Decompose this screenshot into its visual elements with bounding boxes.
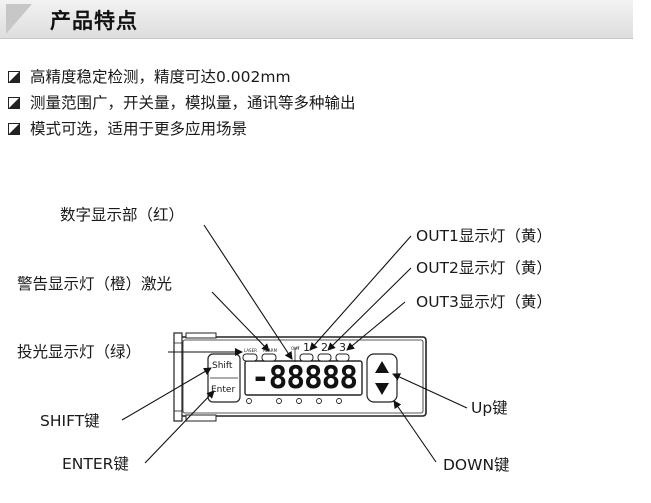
leader-out1 xyxy=(309,235,412,351)
callout-out3: OUT3显示灯（黄） xyxy=(416,293,552,311)
decimal-point-dots xyxy=(246,398,342,404)
leader-warning-light xyxy=(211,291,270,352)
callout-enter-key: ENTER键 xyxy=(62,455,129,473)
callout-light-emit: 投光显示灯（绿） xyxy=(17,343,142,361)
leader-out2 xyxy=(327,267,412,351)
leader-down-key xyxy=(393,400,437,463)
bullet-icon xyxy=(8,71,20,83)
out1-led xyxy=(299,353,314,362)
feature-item: 测量范围广，开关量，模拟量，通讯等多种输出 xyxy=(8,90,356,116)
alarm-led xyxy=(261,353,277,362)
up-arrow-icon xyxy=(375,361,389,373)
bullet-icon xyxy=(8,97,20,109)
leader-up-key xyxy=(392,373,468,409)
feature-item: 模式可选，适用于更多应用场景 xyxy=(8,116,356,142)
callout-digital-display: 数字显示部（红） xyxy=(60,206,185,224)
bullet-icon xyxy=(8,123,20,135)
out3-number: 3 xyxy=(339,341,346,354)
section-header: 产品特点 xyxy=(0,0,633,39)
out1-number: 1 xyxy=(303,341,310,354)
enter-key-label: Enter xyxy=(211,385,236,395)
feature-list: 高精度稳定检测，精度可达0.002mm 测量范围广，开关量，模拟量，通讯等多种输… xyxy=(8,64,356,142)
leader-shift-key xyxy=(121,367,212,421)
display-digits: -88888 xyxy=(251,360,358,396)
out2-led xyxy=(317,353,332,362)
header-accent-shape xyxy=(6,4,32,34)
down-arrow-icon xyxy=(375,383,389,395)
laser-led xyxy=(242,353,258,362)
feature-item: 高精度稳定检测，精度可达0.002mm xyxy=(8,64,356,90)
out3-led xyxy=(335,353,350,362)
callout-up-key: Up键 xyxy=(471,399,508,417)
out-bracket xyxy=(294,347,299,362)
out-text: OUT xyxy=(291,346,300,351)
callout-shift-key: SHIFT键 xyxy=(40,412,100,430)
callout-down-key: DOWN键 xyxy=(443,456,510,474)
shift-key-label: Shift xyxy=(212,361,233,371)
callout-warning-light: 警告显示灯（橙）激光 xyxy=(17,275,173,293)
out2-number: 2 xyxy=(321,341,328,354)
feature-text: 模式可选，适用于更多应用场景 xyxy=(30,120,248,138)
page-title: 产品特点 xyxy=(50,9,138,33)
leader-out3 xyxy=(346,301,406,351)
feature-text: 测量范围广，开关量，模拟量，通讯等多种输出 xyxy=(30,94,356,112)
feature-text: 高精度稳定检测，精度可达0.002mm xyxy=(30,68,291,86)
leader-digital-display xyxy=(203,224,293,360)
callout-out2: OUT2显示灯（黄） xyxy=(416,259,552,277)
alarm-text: ALARM xyxy=(263,348,278,353)
laser-text: LASER xyxy=(244,348,257,353)
callout-out1: OUT1显示灯（黄） xyxy=(416,227,552,245)
leader-enter-key xyxy=(144,390,215,464)
